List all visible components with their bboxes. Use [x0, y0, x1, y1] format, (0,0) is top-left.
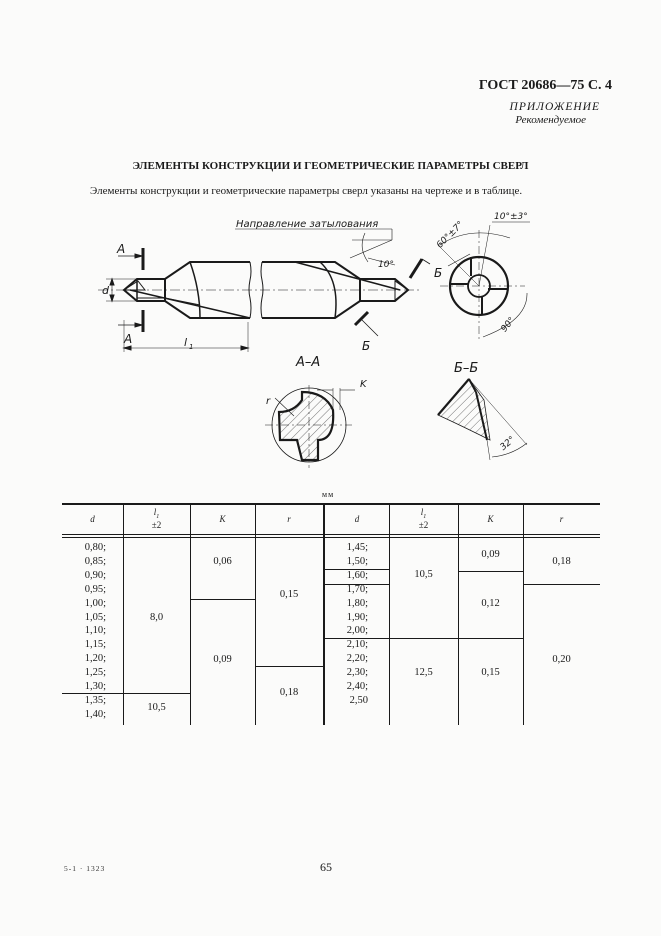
standard-designation: ГОСТ 20686—75 С. 4: [478, 78, 612, 93]
appendix-status: Рекомендуемое: [515, 114, 586, 126]
svg-text:A: A: [116, 242, 125, 256]
page-number: 65: [320, 860, 332, 874]
k-cell: 0,09: [481, 549, 500, 560]
header-l1-left: l1±2: [151, 507, 162, 530]
svg-text:Б: Б: [434, 266, 442, 280]
appendix-label: ПРИЛОЖЕНИЕ: [509, 101, 600, 113]
k-cell: 0,12: [481, 598, 500, 609]
svg-text:1: 1: [189, 343, 193, 351]
l1-cell: 10,5: [147, 702, 166, 713]
r-cell: 0,15: [279, 589, 299, 600]
header-r-left: r: [287, 514, 291, 524]
d-values-left: 0,80;0,85;0,90; 0,95;1,00;1,05; 1,10;1,1…: [84, 542, 106, 720]
r-cell: 0,18: [279, 687, 299, 698]
backoff-direction-label: Направление затылования: [236, 219, 378, 230]
k-cell: 0,15: [481, 667, 500, 678]
drill-parameters-table: d l1±2 K r d l1±2 K r 0,80;0,85;0,90; 0,…: [62, 503, 600, 725]
k-cell: 0,06: [213, 556, 232, 567]
header-k-left: K: [219, 514, 226, 524]
r-cell: 0,18: [552, 556, 571, 567]
svg-text:r: r: [266, 396, 271, 407]
section-title: ЭЛЕМЕНТЫ КОНСТРУКЦИИ И ГЕОМЕТРИЧЕСКИЕ ПА…: [132, 160, 529, 172]
svg-text:l: l: [184, 336, 187, 349]
svg-text:90°: 90°: [499, 316, 517, 335]
header-d-right: d: [354, 514, 360, 524]
l1-cell: 12,5: [414, 667, 433, 678]
header-k-right: K: [487, 514, 494, 524]
intro-paragraph: Элементы конструкции и геометрические па…: [90, 185, 523, 197]
header-r-right: r: [559, 514, 564, 524]
d-values-right: 1,45;1,50;1,60; 1,70;1,80;1,90; 2,00;2,1…: [346, 542, 368, 706]
l1-cell: 8,0: [149, 612, 164, 623]
header-l1-right: l1±2: [418, 507, 429, 530]
r-cell: 0,20: [552, 654, 571, 665]
svg-text:A: A: [123, 332, 132, 346]
header-d-left: d: [90, 514, 95, 524]
svg-text:10°: 10°: [378, 260, 394, 270]
svg-text:32°: 32°: [499, 435, 518, 453]
print-code: 5-1 · 1323: [64, 864, 106, 873]
svg-text:10°±3°: 10°±3°: [494, 212, 528, 222]
k-cell: 0,09: [213, 654, 232, 665]
drill-drawing: Направление затылования A A d l 1 10° Б …: [98, 212, 530, 468]
units-label: мм: [322, 490, 335, 499]
l1-cell: 10,5: [414, 569, 433, 580]
section-bb-label: Б–Б: [454, 361, 478, 376]
section-aa-label: А–А: [295, 355, 320, 370]
svg-text:d: d: [102, 284, 110, 297]
svg-text:K: K: [360, 379, 368, 390]
svg-text:Б: Б: [362, 339, 370, 353]
